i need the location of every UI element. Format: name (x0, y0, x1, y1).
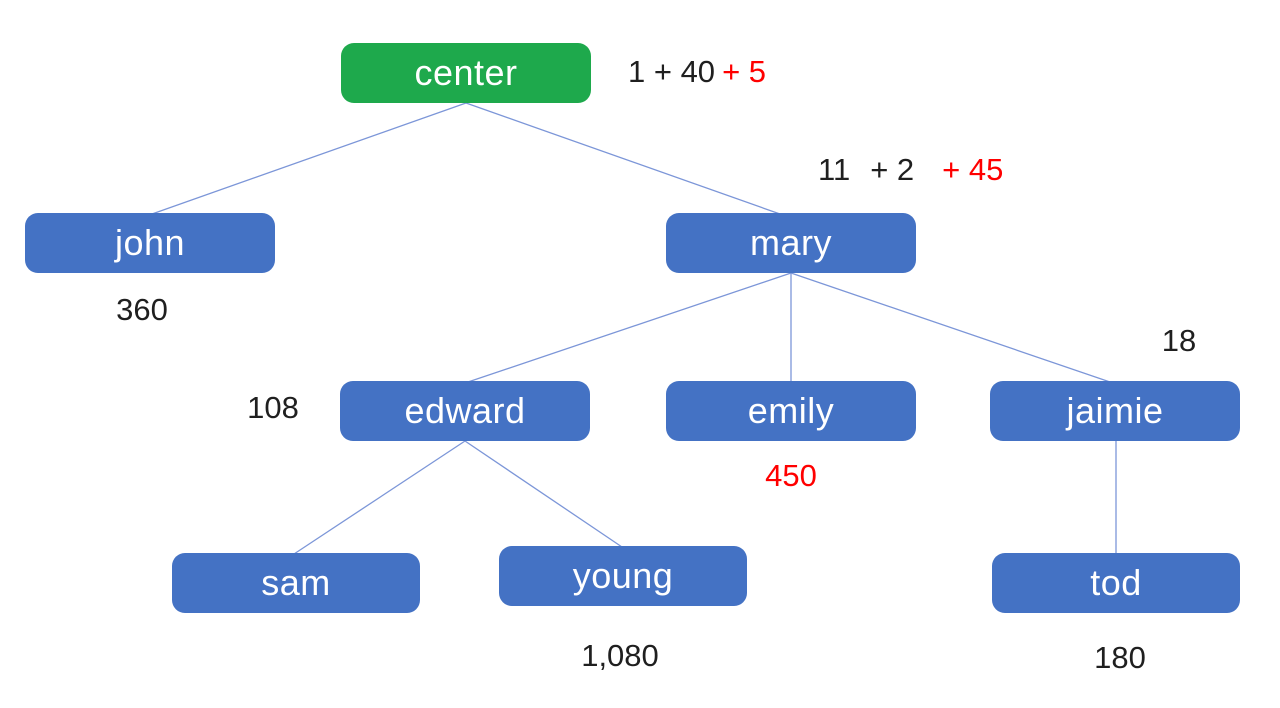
edge-edward-sam (293, 440, 466, 555)
edge-mary-edward (467, 272, 792, 383)
edge-center-john (151, 102, 467, 215)
node-label-sam: sam (261, 562, 331, 603)
annotation-jaimie-value: 18 (1161, 323, 1197, 358)
tree-node-sam: sam (172, 553, 420, 613)
tree-node-jaimie: jaimie (990, 381, 1240, 441)
annotation-mary-expression: 11 + 2 + 45 (818, 152, 1003, 188)
edge-mary-jaimie (790, 272, 1111, 383)
node-label-jaimie: jaimie (1066, 390, 1164, 431)
tree-node-edward: edward (340, 381, 590, 441)
tree-node-mary: mary (666, 213, 916, 273)
annotation-center-expression: 1 + 40+ 5 (628, 54, 766, 90)
tree-node-center: center (341, 43, 591, 103)
node-label-john: john (114, 222, 186, 263)
edge-center-mary (465, 102, 781, 215)
mary-expression-black2: + 2 (870, 152, 915, 187)
node-label-mary: mary (750, 222, 832, 263)
tree-node-tod: tod (992, 553, 1240, 613)
node-label-emily: emily (747, 390, 835, 431)
tree-node-john: john (25, 213, 275, 273)
tree-node-emily: emily (666, 381, 916, 441)
node-label-edward: edward (404, 390, 526, 431)
annotation-emily-value: 450 (765, 458, 817, 493)
node-label-tod: tod (1090, 562, 1142, 603)
mary-expression-black1: 11 (818, 152, 851, 187)
edge-edward-young (464, 440, 623, 548)
annotation-edward-value: 108 (247, 390, 299, 425)
node-label-young: young (572, 555, 674, 596)
node-label-center: center (414, 52, 518, 93)
annotation-john-value: 360 (116, 292, 168, 327)
mary-expression-red: + 45 (942, 152, 1004, 187)
center-expression-red: + 5 (722, 54, 767, 89)
center-expression-black: 1 + 40 (628, 54, 716, 89)
annotation-young-value: 1,080 (581, 638, 659, 673)
tree-node-young: young (499, 546, 747, 606)
annotation-tod-value: 180 (1094, 640, 1146, 675)
